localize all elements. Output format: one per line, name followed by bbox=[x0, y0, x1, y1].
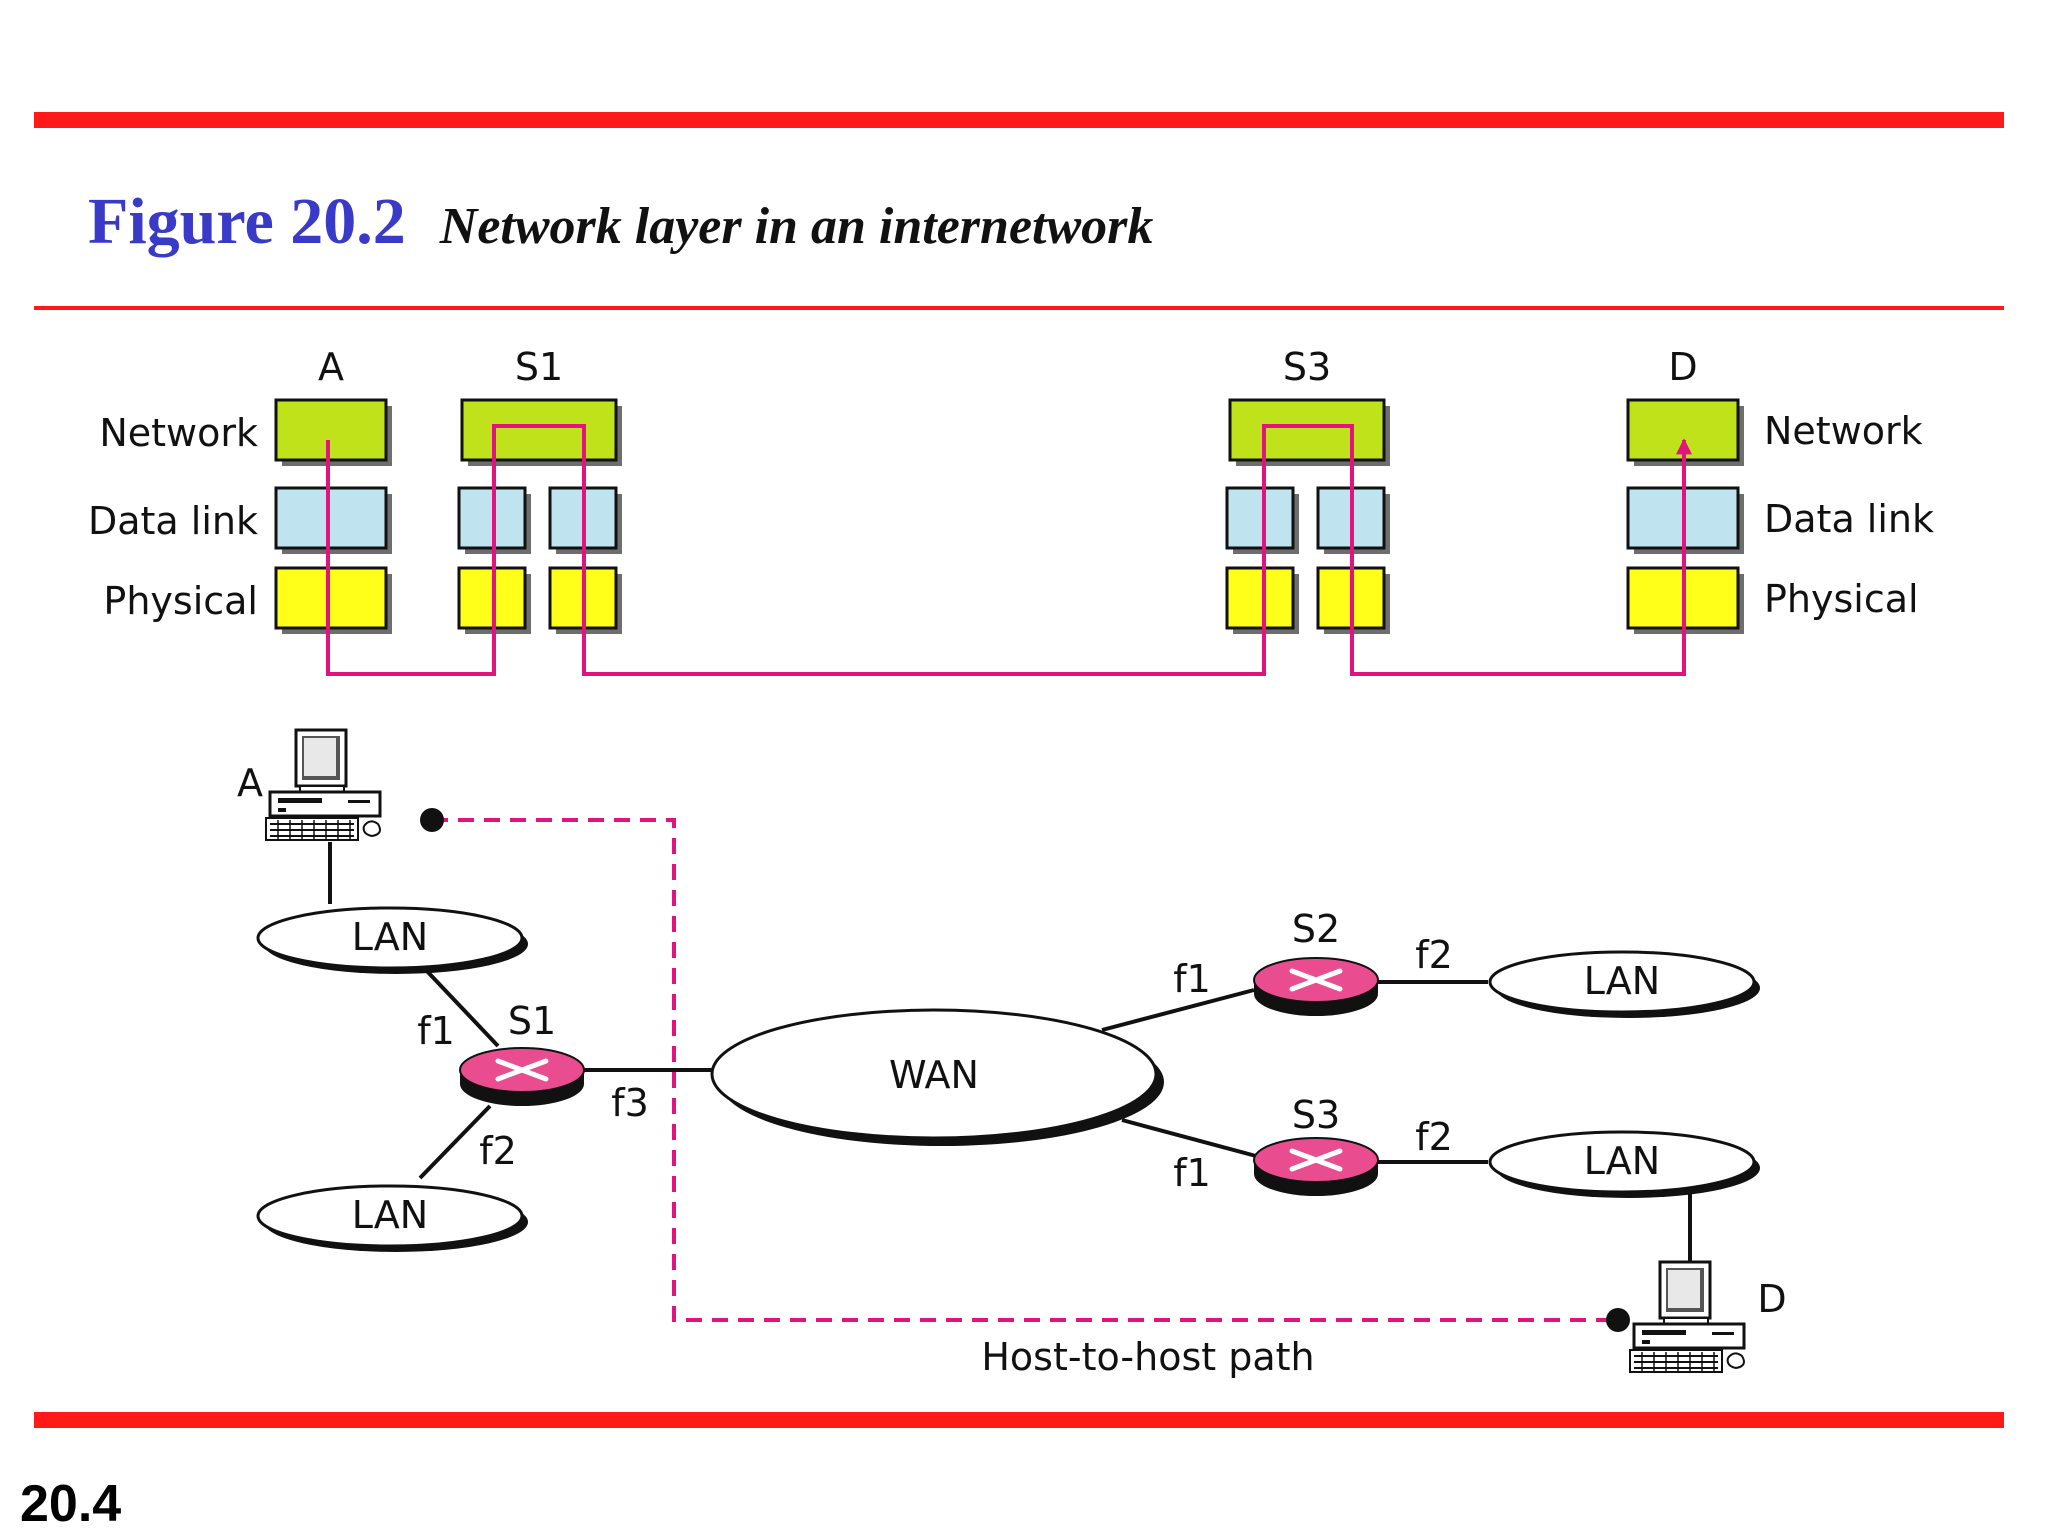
figure-caption: Network layer in an internetwork bbox=[439, 198, 1154, 255]
lan-s2: LAN bbox=[1488, 950, 1760, 1018]
layer-label-left-data-link: Data link bbox=[88, 499, 258, 543]
link-lan-s1 bbox=[422, 966, 500, 1048]
lan-s2-label: LAN bbox=[1584, 959, 1660, 1003]
s3-data-link-layer-1 bbox=[1225, 486, 1295, 550]
a-physical-layer bbox=[274, 566, 388, 630]
figure-title: Figure 20.2 Network layer in an internetw… bbox=[88, 184, 1153, 260]
s3-physical-layer-1 bbox=[1225, 566, 1295, 630]
link-s1-lan-bottom bbox=[418, 1104, 492, 1180]
host-to-host-path-label: Host-to-host path bbox=[981, 1335, 1314, 1379]
bottom-rule-thick bbox=[34, 1412, 2004, 1428]
title-underline-rule bbox=[34, 306, 2004, 310]
packet-path-line bbox=[326, 424, 1692, 676]
lan-bottom-label: LAN bbox=[352, 1193, 428, 1237]
desktop-computer-icon bbox=[1628, 1260, 1746, 1374]
s1-f3-label: f3 bbox=[611, 1081, 649, 1125]
a-data-link-layer bbox=[274, 486, 388, 550]
layer-label-right-physical: Physical bbox=[1764, 577, 1919, 621]
lan-a-label: LAN bbox=[352, 915, 428, 959]
stack-s3 bbox=[1225, 398, 1390, 634]
stack-label-s3: S3 bbox=[1283, 345, 1331, 389]
router-icon bbox=[460, 1048, 584, 1106]
s3-f1-label: f1 bbox=[1173, 1151, 1211, 1195]
a-network-layer bbox=[274, 398, 388, 462]
stack-label-a: A bbox=[318, 345, 344, 389]
lan-bottom: LAN bbox=[256, 1184, 528, 1252]
lan-s3-label: LAN bbox=[1584, 1139, 1660, 1183]
s1-f1-label: f1 bbox=[417, 1009, 455, 1053]
stack-a bbox=[274, 398, 392, 634]
path-endpoint-a bbox=[420, 808, 444, 832]
slide-number: 20.4 bbox=[20, 1475, 122, 1533]
router-s1-label: S1 bbox=[508, 999, 556, 1043]
s3-f2-label: f2 bbox=[1415, 1115, 1453, 1159]
path-endpoint-d bbox=[1606, 1308, 1630, 1332]
top-rule-thick bbox=[34, 112, 2004, 128]
s1-f2-label: f2 bbox=[479, 1129, 517, 1173]
router-icon bbox=[1254, 1138, 1378, 1196]
wan-label: WAN bbox=[889, 1053, 979, 1097]
s2-f1-label: f1 bbox=[1173, 957, 1211, 1001]
host-a-label: A bbox=[237, 761, 263, 805]
s2-f2-label: f2 bbox=[1415, 933, 1453, 977]
desktop-computer-icon bbox=[264, 728, 382, 842]
stack-s1 bbox=[457, 398, 622, 634]
s3-network-layer bbox=[1228, 398, 1386, 462]
lan-s3: LAN bbox=[1488, 1130, 1760, 1198]
layer-label-left-network: Network bbox=[99, 411, 258, 455]
lan-a: LAN bbox=[256, 906, 528, 974]
layer-label-right-network: Network bbox=[1764, 409, 1923, 453]
stack-label-s1: S1 bbox=[515, 345, 563, 389]
link-wan-s2 bbox=[1101, 988, 1255, 1032]
layer-label-right-data-link: Data link bbox=[1764, 497, 1934, 541]
router-icon bbox=[1254, 958, 1378, 1016]
s1-network-layer bbox=[460, 398, 618, 462]
stack-label-d: D bbox=[1668, 345, 1697, 389]
wan-cloud: WAN bbox=[710, 1008, 1164, 1146]
layer-label-left-physical: Physical bbox=[103, 579, 258, 623]
figure-number: Figure 20.2 bbox=[88, 185, 406, 258]
link-wan-s3 bbox=[1121, 1118, 1257, 1158]
host-d-label: D bbox=[1757, 1277, 1786, 1321]
router-s3-label: S3 bbox=[1292, 1093, 1340, 1137]
router-s2-label: S2 bbox=[1292, 907, 1340, 951]
